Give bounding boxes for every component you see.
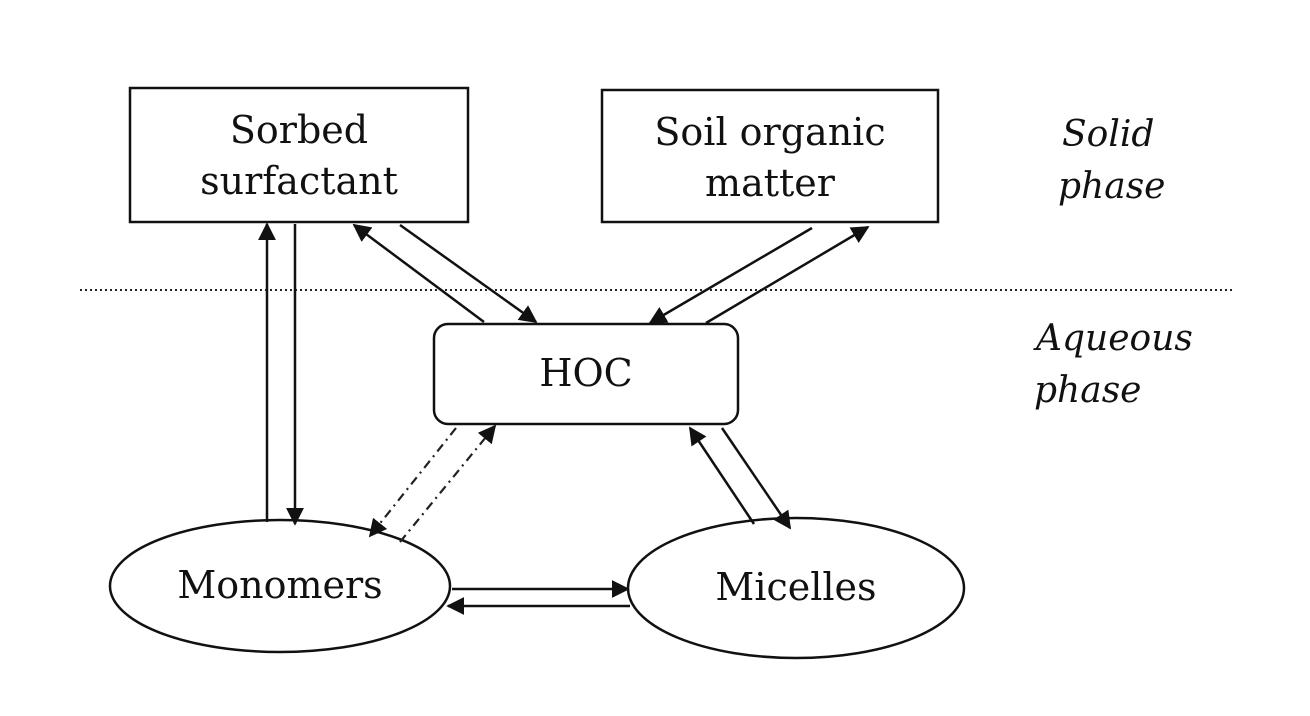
soil-organic-matter-label-line1: Soil organic bbox=[654, 110, 885, 154]
aqueous-phase-label-line1: Aqueous bbox=[1033, 318, 1193, 359]
arrow-monomers-to-hoc-dashed bbox=[400, 426, 495, 542]
arrow-micelles-to-hoc bbox=[690, 428, 754, 524]
micelles-node: Micelles bbox=[628, 518, 964, 658]
hoc-node: HOC bbox=[434, 324, 738, 424]
sorbed-surfactant-node: Sorbed surfactant bbox=[130, 88, 468, 222]
soil-organic-matter-label-line2: matter bbox=[705, 161, 836, 205]
aqueous-phase-label-line2: phase bbox=[1034, 370, 1141, 411]
monomers-label: Monomers bbox=[177, 563, 382, 607]
sorbed-surfactant-label-line2: surfactant bbox=[200, 159, 398, 203]
solid-phase-label-line1: Solid bbox=[1062, 114, 1154, 155]
arrow-hoc-to-micelles bbox=[722, 428, 790, 528]
soil-organic-matter-node: Soil organic matter bbox=[602, 90, 938, 222]
hoc-label: HOC bbox=[539, 351, 632, 395]
sorbed-surfactant-label-line1: Sorbed bbox=[230, 108, 368, 152]
monomers-node: Monomers bbox=[110, 520, 450, 652]
micelles-label: Micelles bbox=[715, 565, 876, 609]
arrow-hoc-to-monomers-dashed bbox=[370, 428, 456, 536]
solid-phase-label-line2: phase bbox=[1058, 166, 1165, 207]
